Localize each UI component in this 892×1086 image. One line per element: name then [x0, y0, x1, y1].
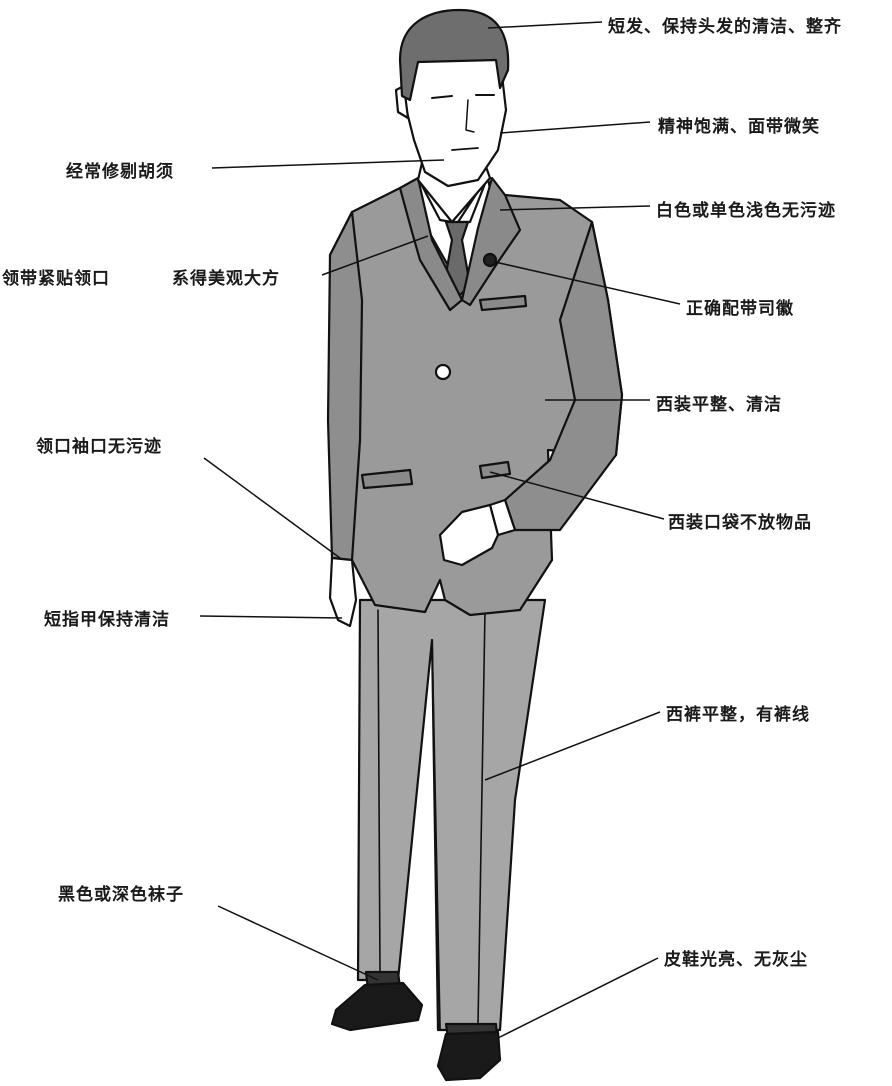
- hair: [398, 8, 510, 102]
- label-socks: 黑色或深色袜子: [58, 885, 184, 905]
- callout-nails: [199, 615, 343, 619]
- callout-lines: [199, 21, 681, 1039]
- pocket-right: [478, 460, 512, 480]
- label-hair: 短发、保持头发的清洁、整齐: [608, 17, 842, 37]
- pocket-left: [360, 468, 414, 490]
- label-tie-nice: 系得美观大方: [172, 269, 280, 289]
- callout-collar-cuff: [203, 457, 341, 559]
- lapel-left: [398, 176, 464, 312]
- callout-trousers: [484, 711, 661, 781]
- label-suit: 西装平整、清洁: [656, 395, 782, 415]
- trouser-crease-left: [377, 609, 381, 976]
- label-collar-cuff: 领口袖口无污迹: [36, 437, 162, 457]
- face: [402, 56, 508, 188]
- trouser-crease-right: [477, 609, 486, 1026]
- callout-socks: [217, 905, 379, 981]
- label-trousers: 西裤平整，有裤线: [666, 705, 810, 725]
- trousers: [356, 598, 547, 1032]
- callout-hair: [487, 21, 603, 29]
- label-shoes: 皮鞋光亮、无灰尘: [664, 950, 808, 970]
- callout-spirit: [499, 121, 651, 134]
- hand-right: [438, 503, 500, 567]
- callout-pocket: [489, 471, 665, 520]
- shoe-right: [436, 1030, 502, 1082]
- callout-shirt: [499, 205, 651, 211]
- label-tie-tight: 领带紧贴领口: [2, 269, 110, 289]
- callout-shoes: [497, 957, 659, 1039]
- company-badge: [482, 252, 498, 268]
- callout-shave: [211, 159, 445, 169]
- label-shirt: 白色或单色浅色无污迹: [656, 201, 836, 221]
- label-badge: 正确配带司徽: [686, 299, 794, 319]
- jacket-button: [434, 363, 452, 381]
- shoe-left: [330, 981, 424, 1032]
- breast-pocket: [478, 294, 528, 312]
- label-spirit: 精神饱满、面带微笑: [658, 117, 820, 137]
- sleeve-left: [326, 210, 364, 562]
- callout-badge: [494, 261, 681, 305]
- label-pocket: 西装口袋不放物品: [668, 513, 812, 533]
- callout-tie: [321, 235, 429, 276]
- label-nails: 短指甲保持清洁: [44, 610, 170, 630]
- hand-left: [328, 556, 358, 628]
- label-shave: 经常修剔胡须: [66, 162, 174, 182]
